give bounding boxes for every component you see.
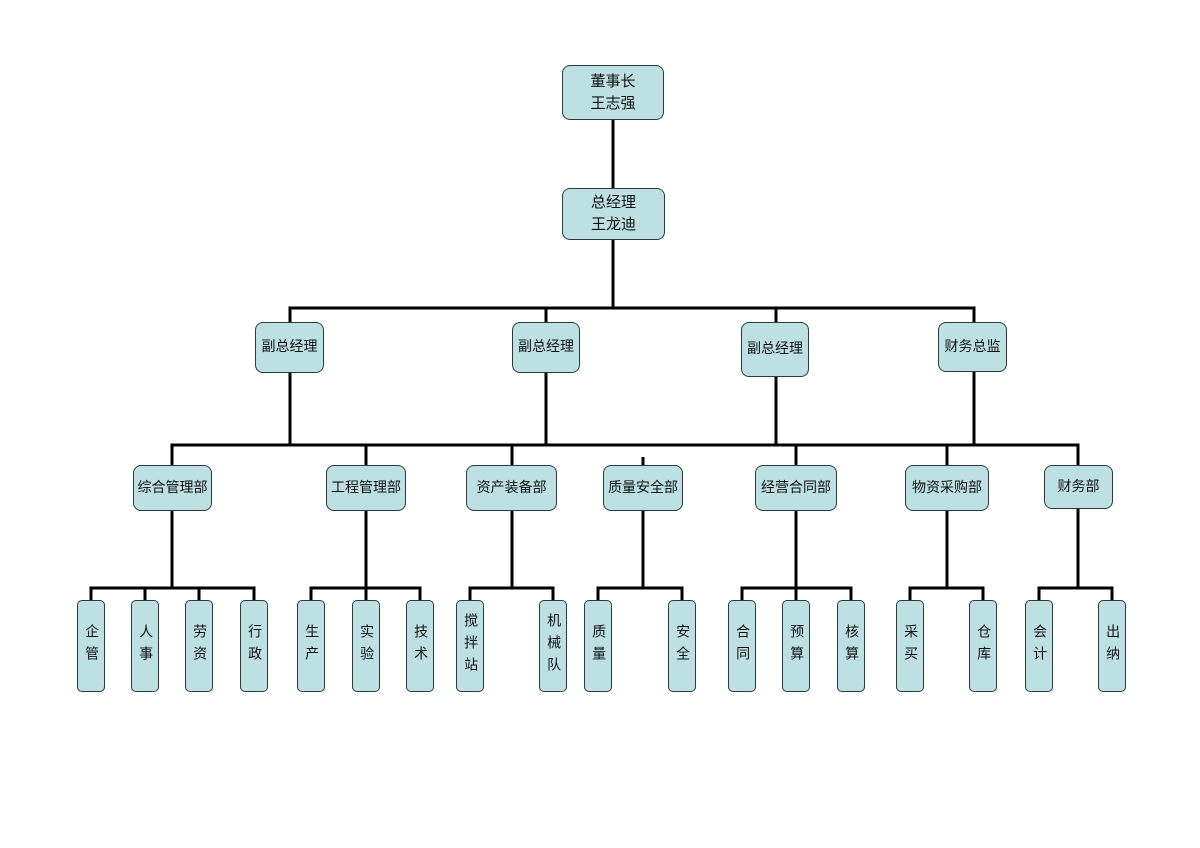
- department-box-label: 综合管理部: [137, 479, 208, 496]
- unit-box-label: 生产: [303, 624, 320, 668]
- unit-box: 搅拌站: [456, 600, 484, 692]
- unit-box: 企管: [77, 600, 105, 692]
- unit-box: 采买: [896, 600, 924, 692]
- department-box-label: 资产装备部: [476, 479, 547, 496]
- department-box-label: 财务部: [1057, 478, 1100, 495]
- executive-box: 副总经理: [255, 322, 324, 373]
- unit-box-label: 质量: [590, 624, 607, 668]
- unit-box: 核算: [837, 600, 865, 692]
- unit-box: 出纳: [1098, 600, 1126, 692]
- unit-box-label: 核算: [843, 624, 860, 668]
- chairman-name: 王志强: [590, 93, 636, 112]
- unit-box: 安全: [668, 600, 696, 692]
- unit-box: 人事: [131, 600, 159, 692]
- chairman-box: 董事长 王志强: [562, 65, 664, 120]
- unit-box-label: 行政: [246, 624, 263, 668]
- unit-box-label: 搅拌站: [462, 613, 479, 679]
- unit-box-label: 仓库: [975, 624, 992, 668]
- department-box: 财务部: [1044, 465, 1113, 509]
- chairman-title: 董事长: [590, 71, 636, 90]
- general-manager-box: 总经理 王龙迪: [562, 188, 665, 240]
- general-manager-name: 王龙迪: [590, 215, 636, 233]
- department-box-label: 物资采购部: [912, 479, 982, 496]
- executive-box-label: 财务总监: [944, 338, 1001, 355]
- unit-box: 仓库: [969, 600, 997, 692]
- unit-box: 质量: [584, 600, 612, 692]
- unit-box-label: 劳资: [191, 624, 208, 668]
- executive-box: 财务总监: [938, 322, 1007, 372]
- unit-box-label: 技术: [412, 624, 429, 668]
- department-box: 经营合同部: [755, 465, 837, 511]
- general-manager-title: 总经理: [590, 193, 636, 212]
- unit-box-label: 实验: [358, 624, 375, 668]
- unit-box: 行政: [240, 600, 268, 692]
- unit-box-label: 采买: [902, 624, 919, 668]
- department-box: 工程管理部: [326, 465, 406, 511]
- department-box-label: 经营合同部: [761, 479, 831, 496]
- executive-box-label: 副总经理: [261, 339, 318, 356]
- unit-box: 实验: [352, 600, 380, 692]
- unit-box: 会计: [1025, 600, 1053, 692]
- unit-box: 预算: [782, 600, 810, 692]
- department-box: 物资采购部: [905, 465, 989, 511]
- unit-box: 技术: [406, 600, 434, 692]
- executive-box: 副总经理: [741, 322, 809, 377]
- unit-box-label: 预算: [788, 624, 805, 668]
- executive-box-label: 副总经理: [747, 341, 803, 358]
- department-box: 资产装备部: [466, 465, 557, 511]
- department-box: 质量安全部: [603, 465, 683, 511]
- department-box-label: 质量安全部: [608, 479, 678, 496]
- unit-box: 劳资: [185, 600, 213, 692]
- unit-box-label: 人事: [137, 624, 154, 668]
- department-box: 综合管理部: [133, 465, 212, 511]
- unit-box-label: 合同: [734, 624, 751, 668]
- unit-box-label: 出纳: [1104, 624, 1121, 668]
- executive-box-label: 副总经理: [518, 339, 574, 356]
- unit-box-label: 企管: [83, 624, 100, 668]
- unit-box-label: 安全: [674, 624, 691, 668]
- unit-box-label: 会计: [1031, 624, 1048, 668]
- unit-box: 生产: [297, 600, 325, 692]
- unit-box: 机械队: [539, 600, 567, 692]
- department-box-label: 工程管理部: [331, 479, 401, 496]
- unit-box-label: 机械队: [545, 613, 562, 679]
- unit-box: 合同: [728, 600, 756, 692]
- executive-box: 副总经理: [512, 322, 580, 373]
